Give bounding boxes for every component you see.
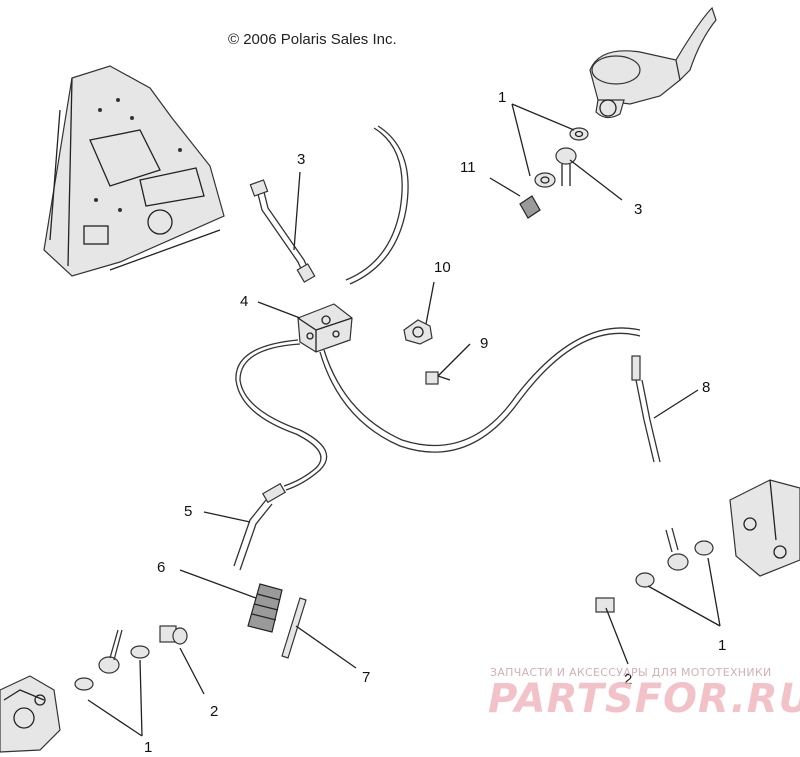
callout-1-bottom-left: 1 [144, 739, 152, 756]
bolt-9 [425, 371, 451, 385]
fitting-10 [403, 319, 433, 345]
watermark-brand: PARTSFOR.RU [488, 676, 800, 722]
watermark-tagline: ЗАПЧАСТИ И АКСЕССУАРЫ ДЛЯ МОТОТЕХНИКИ [490, 666, 772, 679]
frame-bulkhead [43, 65, 225, 277]
callout-2-left: 2 [210, 703, 218, 720]
brake-line-left-2 [235, 339, 322, 487]
brake-line-right [319, 332, 641, 453]
callout-2-right: 2 [624, 671, 632, 688]
callout-8: 8 [702, 379, 710, 396]
callout-4: 4 [240, 293, 248, 310]
callouts: 1 11 3 3 4 10 9 8 5 6 7 2 1 2 1 [144, 89, 726, 756]
washers-right [595, 527, 714, 613]
brake-line-left [239, 343, 328, 491]
brake-line-right-2 [323, 327, 641, 447]
callout-9: 9 [480, 335, 488, 352]
callout-10: 10 [434, 259, 451, 276]
caliper-right [729, 479, 800, 577]
upper-washers-bolt [519, 127, 589, 219]
brake-hose-8 [631, 355, 661, 463]
brake-hose-5 [233, 482, 286, 571]
callout-3-right: 3 [634, 201, 642, 218]
callout-7: 7 [362, 669, 370, 686]
leader-lines [87, 103, 721, 737]
callout-6: 6 [157, 559, 165, 576]
washers-left [74, 625, 188, 691]
callout-3-left: 3 [297, 151, 305, 168]
caliper-left [0, 675, 61, 753]
distribution-block [297, 303, 353, 353]
pin-7 [281, 597, 307, 659]
callout-1-top: 1 [498, 89, 506, 106]
callout-5: 5 [184, 503, 192, 520]
callout-1-right: 1 [718, 637, 726, 654]
master-cylinder [589, 6, 717, 119]
spring-6 [247, 583, 283, 633]
callout-11: 11 [460, 159, 476, 176]
copyright-text: © 2006 Polaris Sales Inc. [228, 31, 397, 48]
brake-line-upper [345, 127, 403, 281]
brake-line-upper-2 [349, 125, 409, 285]
watermark: ЗАПЧАСТИ И АКСЕССУАРЫ ДЛЯ МОТОТЕХНИКИ PA… [488, 666, 800, 722]
brake-hose-3-left [249, 179, 316, 283]
